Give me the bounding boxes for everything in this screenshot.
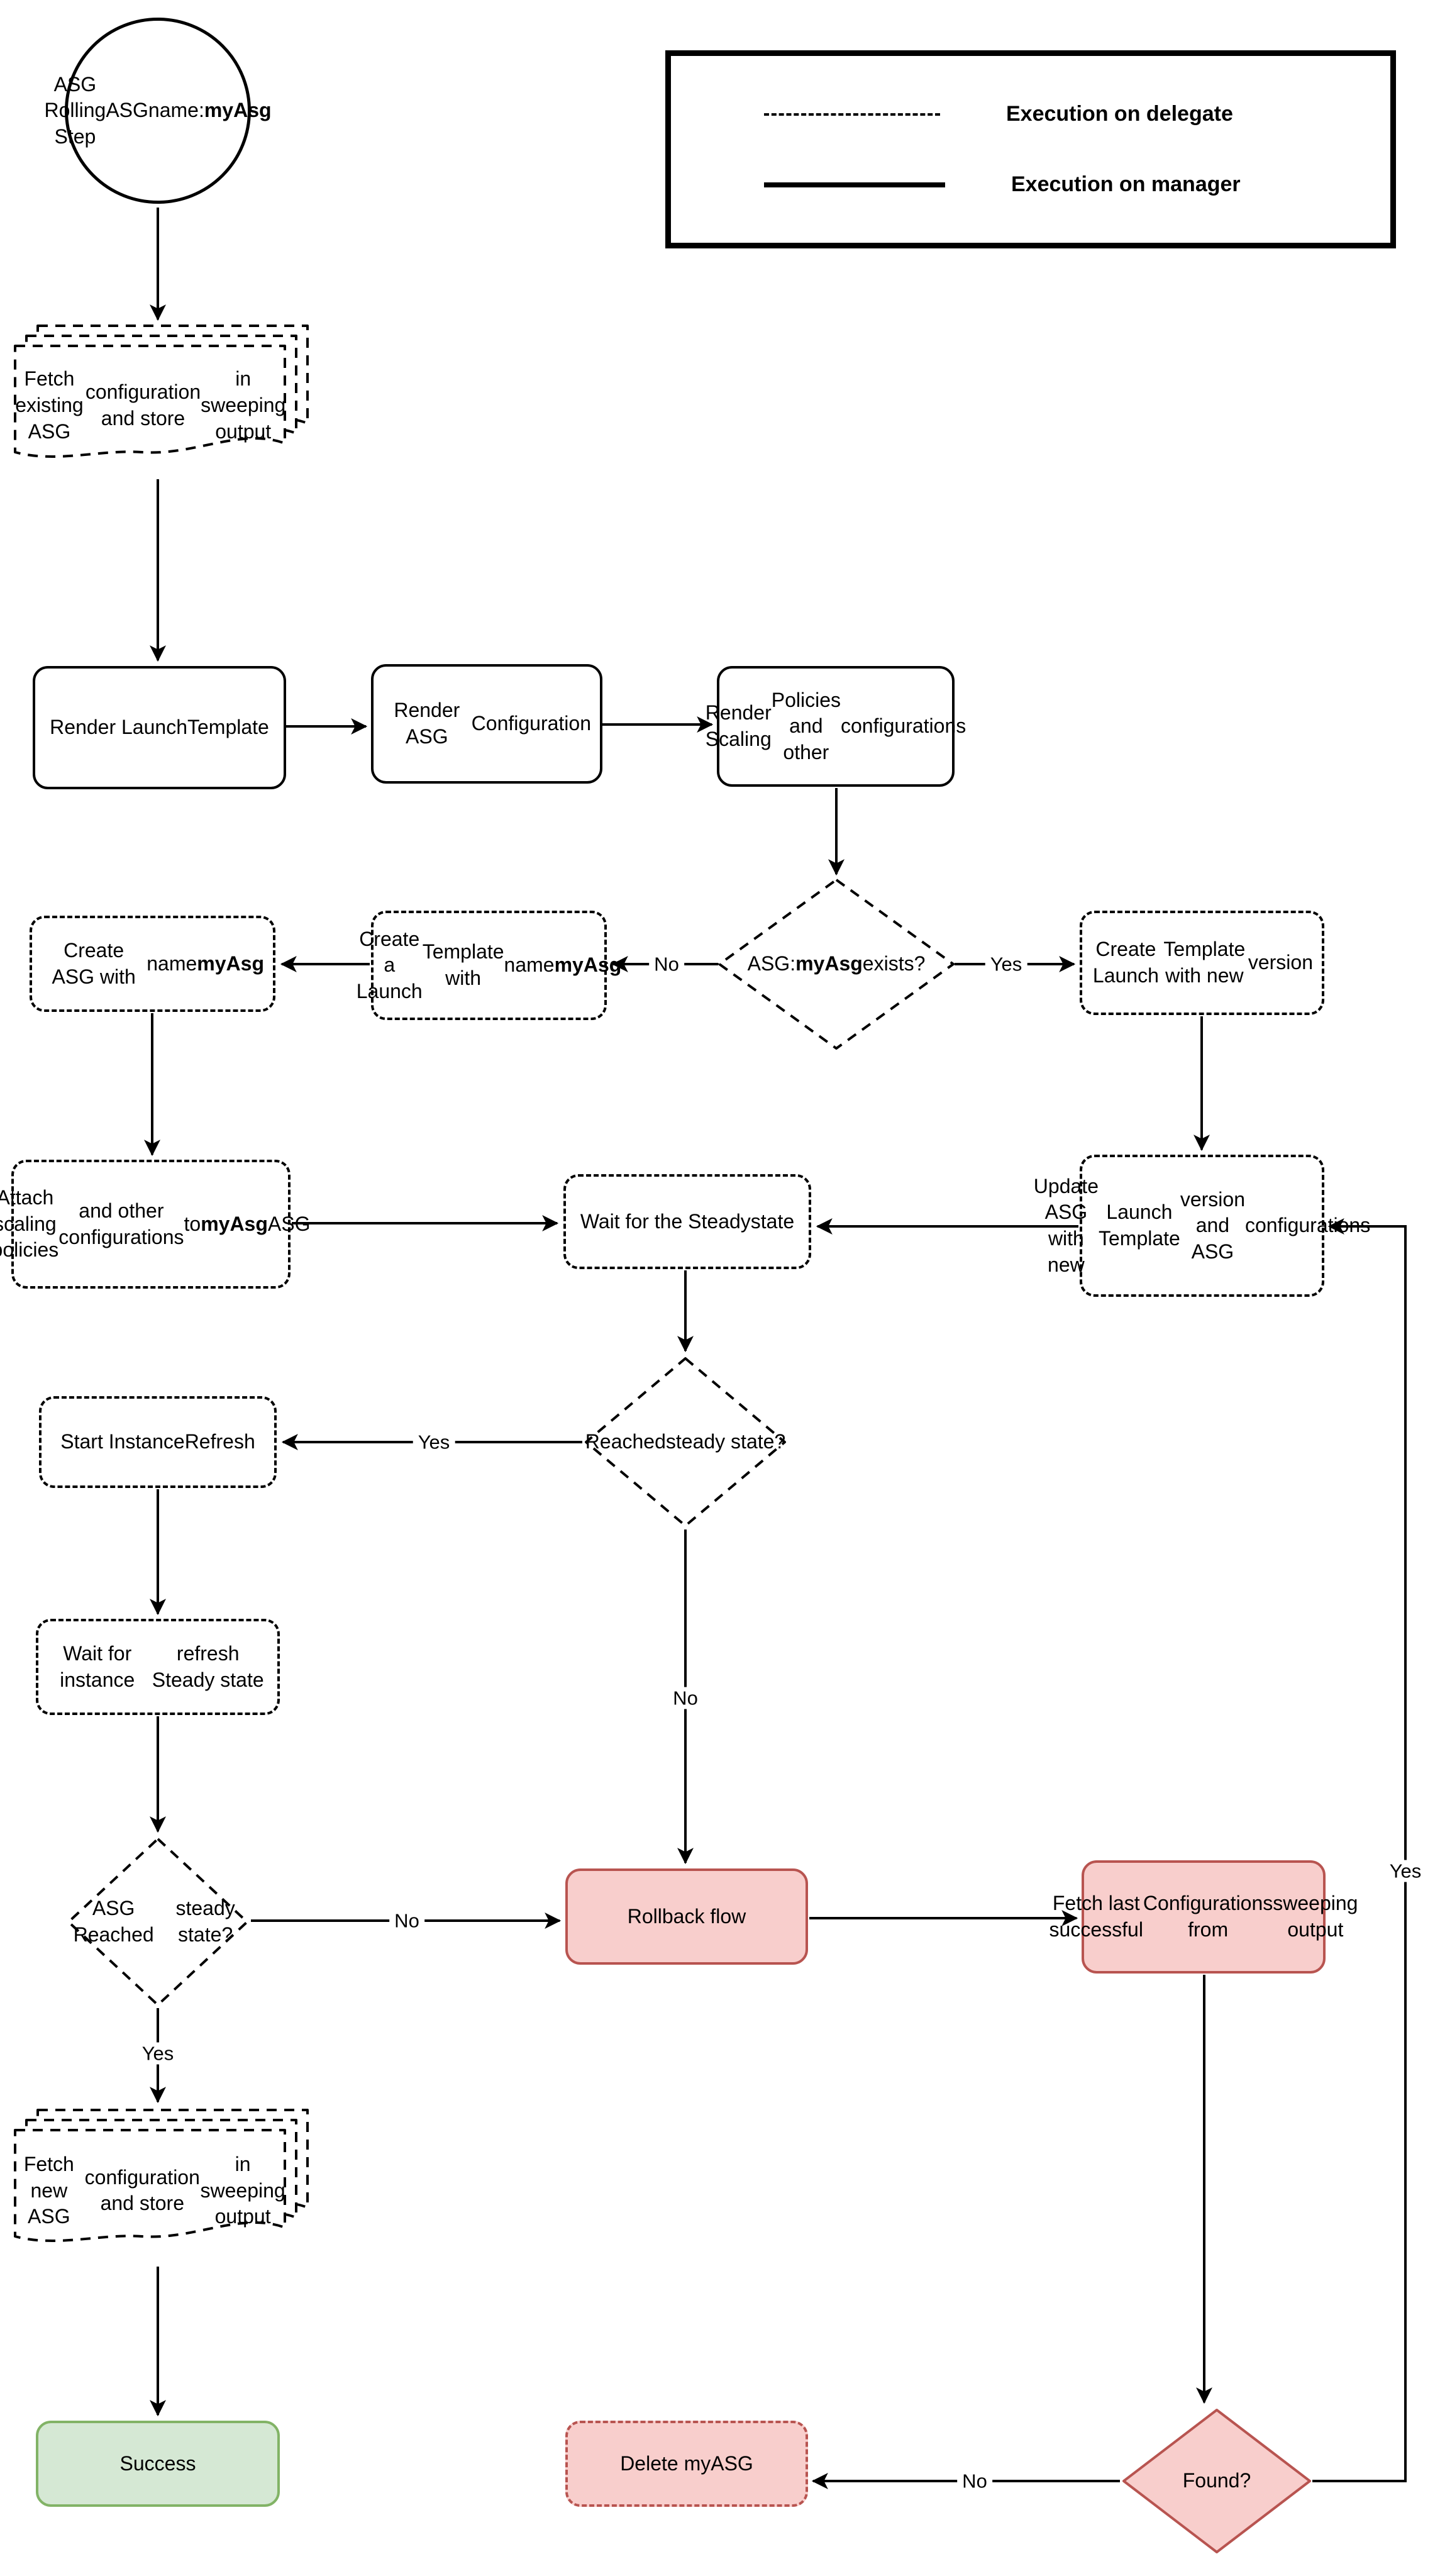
node-rollback-flow: Rollback flow [565,1868,808,1965]
node-attach-scaling-policies: Attach scaling policiesand other configu… [0,1160,310,1289]
edge-label-no: No [649,953,684,975]
node-asg-exists-decision: ASG:myAsg exists? [717,877,956,1051]
legend-row-manager: Execution on manager [671,172,1390,197]
edge-label-yes: Yes [136,2042,179,2065]
edge-label-yes: Yes [1384,1860,1427,1882]
diamond-shape [1122,2409,1311,2553]
node-label: ASG:myAsg exists? [747,952,926,975]
node-found-decision: Found? [1121,2407,1312,2555]
node-delete-myasg: Delete myASG [565,2421,808,2507]
edge-label-yes: Yes [413,1431,455,1453]
legend-box: Execution on delegate Execution on manag… [665,50,1396,248]
legend-row-delegate: Execution on delegate [671,102,1390,126]
edge-found-yes-to-update-asg [1312,1218,1407,2482]
diamond-shape [718,879,955,1050]
solid-line-sample [764,182,945,187]
multi-document-shape [14,325,309,458]
dashed-line-sample [764,113,940,116]
multi-document-shape [14,2109,309,2242]
edge-label-no: No [957,2470,992,2492]
diamond-shape [67,1838,248,2006]
node-success: Success [36,2421,280,2507]
edge-label-no: No [668,1687,703,1709]
edge-label-yes: Yes [985,953,1027,975]
legend-label-manager: Execution on manager [1011,172,1241,196]
node-label: Found? [1182,2469,1251,2492]
diamond-shape [585,1357,786,1527]
edge-label-no: No [389,1909,424,1932]
legend-label-delegate: Execution on delegate [1006,102,1233,126]
